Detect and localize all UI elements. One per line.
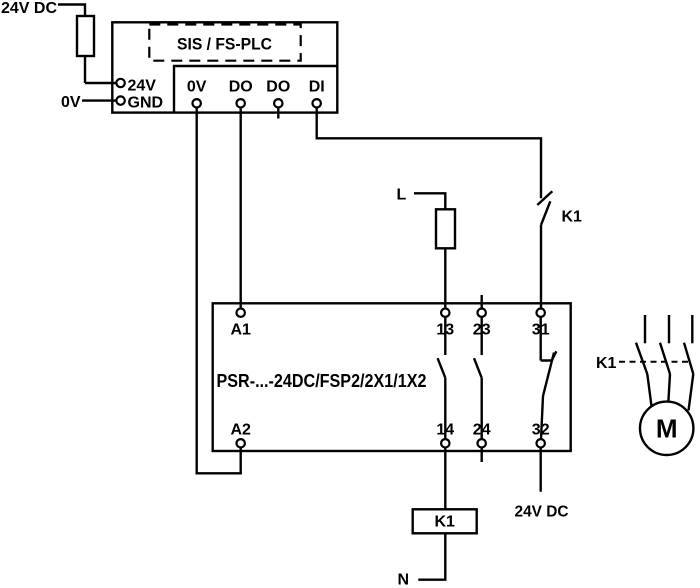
terminal-31 xyxy=(535,307,546,318)
plc-gnd-label: GND xyxy=(128,95,164,112)
pole2-blade xyxy=(658,342,672,375)
relay-contact-13-14 xyxy=(436,316,447,440)
terminal-a1 xyxy=(235,307,246,318)
terminal-23 xyxy=(476,307,487,318)
contact-23-blade xyxy=(472,357,483,379)
aux-contact-seat-tick xyxy=(536,190,554,206)
output-supply-label: 24V DC xyxy=(515,504,569,521)
pole3-lower-lead xyxy=(687,373,695,411)
main-contacts-label: K1 xyxy=(596,355,617,372)
plc-do1-label: DO xyxy=(229,79,253,96)
plc-do2-label: DO xyxy=(266,79,290,96)
contact-31-lower-lead xyxy=(539,395,545,440)
terminal-plc-di xyxy=(311,98,322,109)
supply-positive-wire xyxy=(58,3,87,16)
plc-box xyxy=(111,21,339,114)
plc-io-strip xyxy=(172,64,338,113)
pole3-blade xyxy=(682,342,695,375)
pole2-lower-lead xyxy=(667,373,672,404)
wire-coil-to-neutral xyxy=(418,533,447,581)
line-fuse-icon xyxy=(434,208,457,250)
terminal-a1-label: A1 xyxy=(230,322,251,339)
plc-di-label: DI xyxy=(309,79,325,96)
terminal-a2 xyxy=(235,437,246,449)
supply-positive-label: 24V DC xyxy=(1,0,57,17)
relay-contact-23-24 xyxy=(472,316,483,440)
terminal-24 xyxy=(476,437,487,449)
terminal-14 xyxy=(439,437,451,449)
plc-title-dashed-box xyxy=(148,23,302,62)
wire-0v-to-a2 xyxy=(195,107,242,475)
pole1-lower-lead xyxy=(646,373,654,411)
aux-contact-blade xyxy=(539,200,552,226)
plc-0v-label: 0V xyxy=(187,79,207,96)
relay-contact-31-32-nc xyxy=(539,316,558,440)
terminal-13 xyxy=(439,307,451,318)
terminal-plc-24v xyxy=(115,77,126,89)
contact-13-blade xyxy=(436,357,447,379)
pole1-blade xyxy=(634,342,649,375)
terminal-plc-do1 xyxy=(235,98,246,109)
terminal-32 xyxy=(535,437,546,449)
main-contacts-k1: K1 xyxy=(596,315,695,411)
plc-24v-label: 24V xyxy=(128,78,157,95)
terminal-plc-0v xyxy=(191,98,202,109)
wire-di-to-aux-contact xyxy=(315,107,543,199)
terminal-plc-do2 xyxy=(272,98,284,109)
line-wire xyxy=(414,192,447,210)
contactor-coil-label: K1 xyxy=(434,514,455,531)
motor-icon xyxy=(638,400,695,457)
line-label: L xyxy=(397,187,407,204)
supply-fuse-icon xyxy=(75,14,96,58)
motor-label: M xyxy=(656,414,678,444)
contact-31-blade xyxy=(541,352,556,397)
safety-relay-title: PSR-...-24DC/FSP2/2X1/1X2 xyxy=(217,371,427,391)
aux-contact-label: K1 xyxy=(562,209,583,226)
terminal-a2-label: A2 xyxy=(230,422,251,439)
plc-title: SIS / FS-PLC xyxy=(177,36,272,54)
supply-negative-label: 0V xyxy=(61,94,81,111)
neutral-label: N xyxy=(398,572,410,588)
aux-contact-k1: K1 xyxy=(536,190,583,309)
safety-relay-box xyxy=(211,302,572,453)
terminal-plc-gnd xyxy=(115,95,126,106)
